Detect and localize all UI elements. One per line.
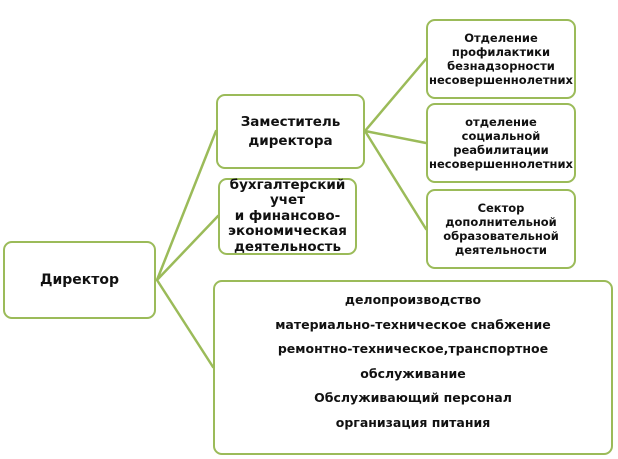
- service-item: организация питания: [335, 414, 491, 430]
- director-label: Директор: [39, 272, 120, 288]
- service-item: ремонтно-техническое,транспортное: [277, 341, 549, 356]
- connector-deputy-dept1: [363, 57, 428, 133]
- department-box-prevention: Отделение профилактики безнадзорности не…: [426, 19, 576, 99]
- connector-director-services: [155, 278, 215, 369]
- connector-director-deputy: [155, 129, 218, 282]
- service-item: делопроизводство: [344, 292, 482, 307]
- department-label: Отделение профилактики безнадзорности не…: [429, 30, 573, 88]
- department-label: Сектор дополнительной образовательной де…: [443, 200, 559, 258]
- accounting-box: бухгалтерский учет и финансово- экономич…: [218, 176, 357, 255]
- director-box: Директор: [3, 241, 156, 319]
- service-item: материально-техническое снабжение: [275, 316, 551, 332]
- department-label: отделение социальной реабилитации несове…: [429, 114, 573, 172]
- services-box: делопроизводство материально-техническое…: [213, 280, 613, 455]
- department-box-rehabilitation: отделение социальной реабилитации несове…: [426, 103, 576, 183]
- accounting-label: бухгалтерский учет и финансово- экономич…: [228, 176, 347, 255]
- deputy-director-label: Заместитель директора: [240, 114, 341, 149]
- department-box-education: Сектор дополнительной образовательной де…: [426, 189, 576, 269]
- service-item: обслуживание: [360, 365, 466, 381]
- connector-director-accounting: [155, 214, 220, 282]
- connector-deputy-dept2: [363, 129, 428, 145]
- connector-deputy-dept3: [363, 129, 428, 231]
- service-item: Обслуживающий персонал: [314, 390, 512, 405]
- deputy-director-box: Заместитель директора: [216, 94, 365, 169]
